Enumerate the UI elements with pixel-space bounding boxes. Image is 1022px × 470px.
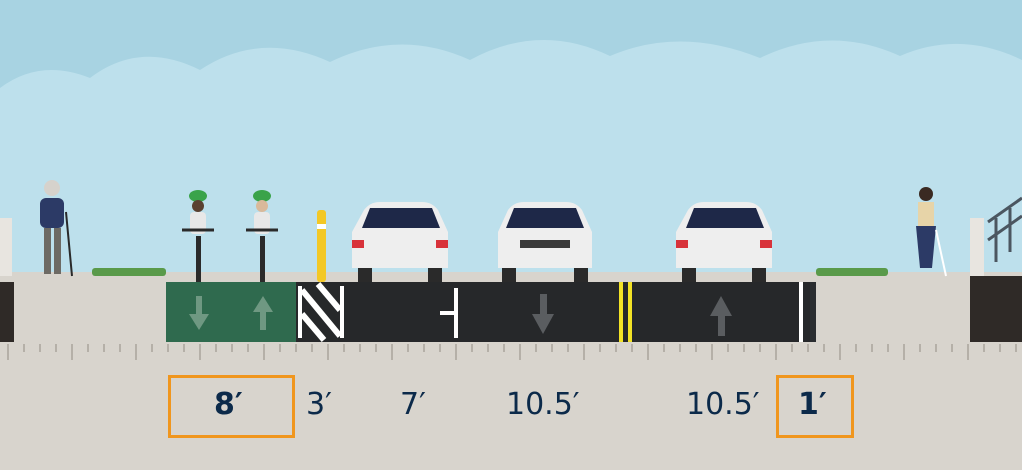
width-label-southbound-lane[interactable]: 10.5′ bbox=[506, 387, 580, 422]
pedestrian-elderly bbox=[40, 180, 73, 277]
ruler-ticks bbox=[7, 344, 1017, 360]
bike-lane[interactable] bbox=[166, 282, 296, 342]
up-arrow-icon bbox=[710, 296, 732, 336]
pedestrian-with-cane bbox=[916, 187, 947, 277]
planter-right bbox=[816, 268, 888, 276]
selected-segment-box-bike-lane[interactable] bbox=[168, 375, 295, 438]
building-right bbox=[970, 276, 1022, 342]
wall-left bbox=[0, 218, 12, 276]
ruler bbox=[0, 342, 1022, 372]
width-label-buffer[interactable]: 3′ bbox=[306, 387, 332, 422]
width-label-northbound-lane[interactable]: 10.5′ bbox=[686, 387, 760, 422]
oncoming-car bbox=[498, 202, 592, 282]
cyclist-2 bbox=[246, 190, 278, 282]
edge-line bbox=[799, 282, 803, 342]
buffer-hatch bbox=[296, 282, 346, 342]
gutter[interactable] bbox=[810, 282, 816, 342]
selected-segment-box-gutter[interactable] bbox=[776, 375, 854, 438]
cyclist-1 bbox=[182, 190, 214, 282]
down-arrow-icon bbox=[532, 294, 554, 334]
center-line bbox=[619, 282, 632, 342]
bike-down-arrow-icon bbox=[189, 296, 209, 330]
outbound-car bbox=[676, 202, 772, 282]
bike-up-arrow-icon bbox=[253, 296, 273, 330]
parked-car bbox=[352, 202, 448, 282]
wall-right bbox=[970, 218, 984, 276]
width-label-bike-lane[interactable]: 8′ bbox=[214, 387, 243, 422]
stair-railing bbox=[987, 196, 1022, 262]
roadway[interactable] bbox=[296, 282, 816, 342]
planter-left bbox=[92, 268, 166, 276]
flexpost-bollard bbox=[317, 210, 326, 282]
width-label-gutter[interactable]: 1′ bbox=[798, 387, 827, 422]
parking-marking bbox=[440, 288, 458, 338]
building-left bbox=[0, 282, 14, 342]
width-label-parking[interactable]: 7′ bbox=[400, 387, 426, 422]
